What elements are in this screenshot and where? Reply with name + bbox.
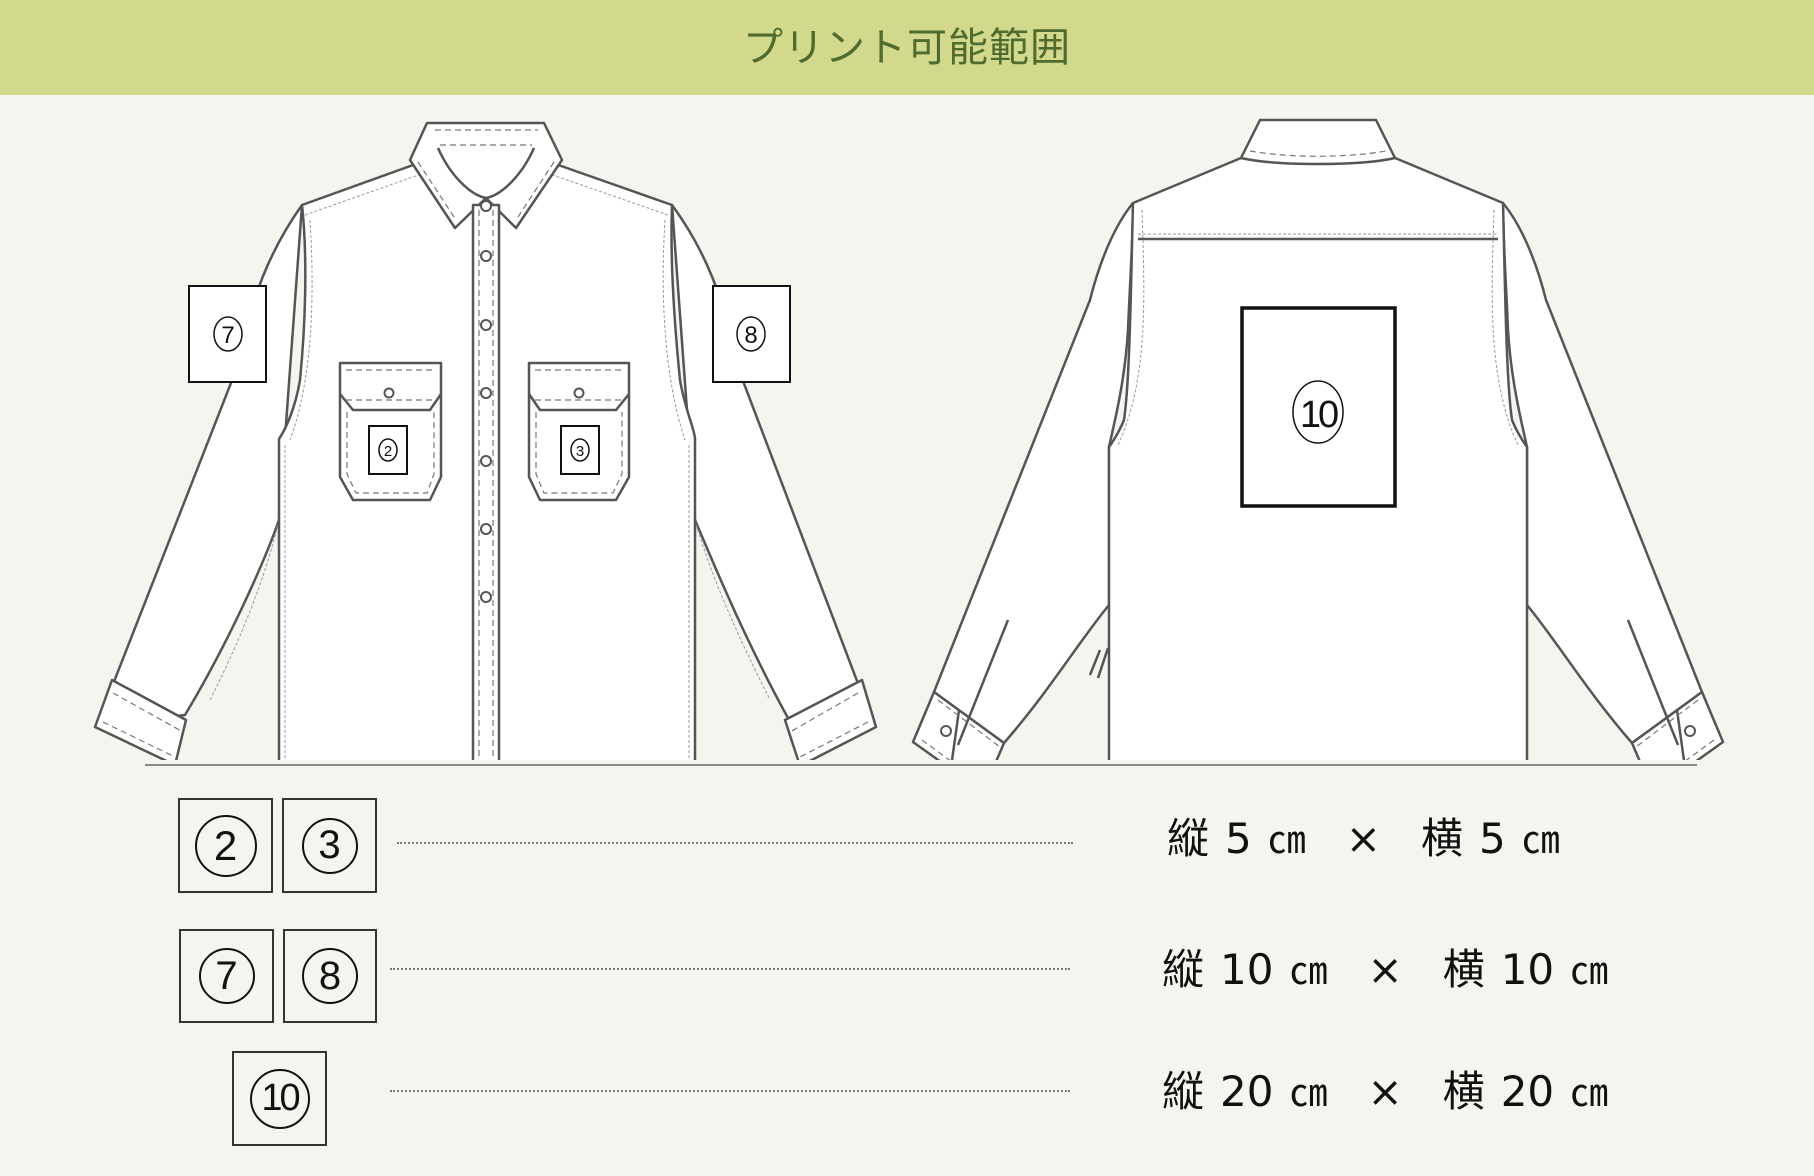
badge-10-label: 10 [261, 1077, 300, 1119]
badge-3: 3 [282, 798, 377, 893]
front-right-cuff [783, 678, 878, 760]
page-title: プリント可能範囲 [743, 25, 1071, 71]
vertical-label: 縦 [1167, 814, 1210, 863]
vertical-label: 縦 [1162, 1067, 1205, 1116]
print-area-10-label: 10 [1300, 394, 1338, 436]
horizontal-value: 20 [1500, 1067, 1555, 1116]
print-area-7[interactable]: 7 [188, 285, 267, 383]
print-area-3[interactable]: 3 [560, 425, 600, 475]
badge-2-label: 2 [213, 821, 238, 869]
horizontal-value: 10 [1500, 945, 1555, 994]
unit: ㎝ [1267, 818, 1306, 862]
vertical-value: 10 [1220, 945, 1274, 994]
front-left-sleeve [95, 203, 304, 727]
badge-7-label: 7 [215, 953, 238, 998]
back-collar [1239, 118, 1397, 166]
size-spec-3: 縦 20 ㎝ × 横 20 ㎝ [1162, 1067, 1608, 1118]
section-divider [145, 764, 1697, 766]
print-area-8[interactable]: 8 [712, 285, 791, 383]
unit: ㎝ [1289, 949, 1328, 993]
print-area-7-label: 7 [221, 322, 234, 349]
front-shirt: 7 8 2 3 [93, 121, 878, 760]
unit: ㎝ [1570, 1071, 1609, 1115]
print-area-10[interactable]: 10 [1240, 306, 1397, 508]
badge-8-label: 8 [318, 953, 342, 998]
back-right-sleeve [1501, 201, 1704, 745]
back-left-cuff [911, 690, 1006, 760]
front-collar [408, 121, 564, 230]
leader-line-3 [390, 1090, 1070, 1092]
horizontal-label: 横 [1442, 945, 1485, 994]
vertical-label: 縦 [1162, 945, 1205, 994]
front-buttons [480, 200, 492, 603]
times-symbol: × [1367, 945, 1403, 994]
leader-line-2 [390, 968, 1070, 970]
print-area-3-label: 3 [576, 443, 584, 460]
print-area-2-label: 2 [384, 443, 392, 460]
times-symbol: × [1367, 1067, 1403, 1116]
badge-10: 10 [232, 1051, 327, 1146]
page-header: プリント可能範囲 [0, 0, 1814, 95]
vertical-value: 5 [1225, 814, 1252, 863]
badge-3-label: 3 [318, 823, 341, 867]
shirt-diagram: .ol { fill: #ffffff; stroke: #555; strok… [93, 118, 1725, 760]
badge-7: 7 [179, 929, 274, 1023]
front-right-sleeve [670, 203, 875, 725]
horizontal-label: 横 [1442, 1067, 1485, 1116]
print-area-2[interactable]: 2 [368, 425, 408, 475]
back-shirt: 10 [911, 118, 1725, 760]
back-right-cuff [1630, 690, 1725, 760]
size-spec-2: 縦 10 ㎝ × 横 10 ㎝ [1162, 945, 1608, 996]
badge-8: 8 [283, 929, 377, 1023]
front-left-cuff [93, 678, 188, 760]
front-placket [471, 203, 501, 760]
badge-2: 2 [178, 798, 273, 893]
horizontal-value: 5 [1478, 814, 1506, 863]
leader-line-1 [397, 842, 1073, 844]
times-symbol: × [1345, 814, 1381, 863]
unit: ㎝ [1521, 818, 1560, 862]
horizontal-label: 横 [1420, 814, 1463, 863]
print-area-8-label: 8 [744, 322, 757, 349]
vertical-value: 20 [1220, 1067, 1274, 1116]
unit: ㎝ [1289, 1071, 1328, 1115]
unit: ㎝ [1570, 949, 1609, 993]
